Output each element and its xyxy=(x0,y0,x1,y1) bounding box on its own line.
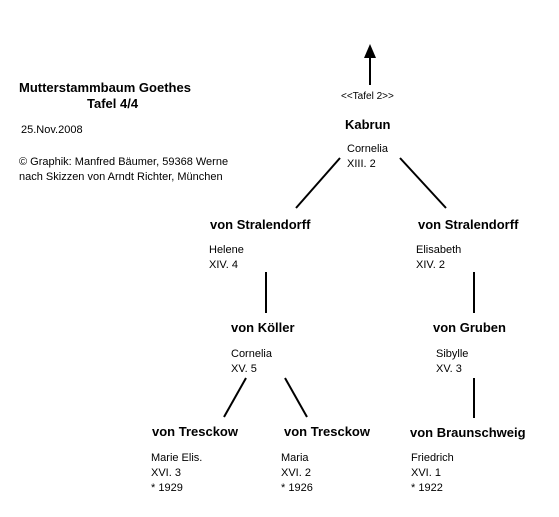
node-gen-tresckow-1: XVI. 3 xyxy=(151,467,181,479)
node-family-gruben: von Gruben xyxy=(433,320,506,335)
node-family-koeller: von Köller xyxy=(231,320,295,335)
arrow-up-icon xyxy=(364,44,376,58)
node-name-braunschweig: Friedrich xyxy=(411,452,454,464)
node-family-stral-left: von Stralendorff xyxy=(210,217,311,232)
tafel-2-link[interactable]: <<Tafel 2>> xyxy=(341,91,394,102)
node-family-kabrun: Kabrun xyxy=(345,117,391,132)
page-subtitle: Tafel 4/4 xyxy=(87,96,139,111)
node-gen-braunschweig: XVI. 1 xyxy=(411,467,441,479)
node-family-tresckow-1: von Tresckow xyxy=(152,424,238,439)
node-name-koeller: Cornelia xyxy=(231,348,272,360)
node-name-tresckow-1: Marie Elis. xyxy=(151,452,203,464)
node-name-stral-right: Elisabeth xyxy=(416,244,462,256)
connector-koeller-tresckow2 xyxy=(284,377,308,418)
node-family-braunschweig: von Braunschweig xyxy=(410,425,526,440)
node-name-stral-left: Helene xyxy=(209,244,244,256)
node-family-tresckow-2: von Tresckow xyxy=(284,424,370,439)
node-family-stral-right: von Stralendorff xyxy=(418,217,519,232)
connector-kabrun-stral-right xyxy=(399,157,447,209)
node-name-kabrun: Cornelia xyxy=(347,143,388,155)
node-name-tresckow-2: Maria xyxy=(281,452,309,464)
connector-koeller-tresckow1 xyxy=(223,377,247,418)
node-born-tresckow-2: * 1926 xyxy=(281,482,313,494)
node-born-braunschweig: * 1922 xyxy=(411,482,443,494)
node-gen-gruben: XV. 3 xyxy=(436,363,462,375)
credit-line-2: nach Skizzen von Arndt Richter, München xyxy=(19,171,223,183)
node-name-gruben: Sibylle xyxy=(436,348,469,360)
node-gen-koeller: XV. 5 xyxy=(231,363,257,375)
page-title: Mutterstammbaum Goethes xyxy=(19,80,191,95)
node-gen-kabrun: XIII. 2 xyxy=(347,158,376,170)
node-gen-stral-left: XIV. 4 xyxy=(209,259,238,271)
node-born-tresckow-1: * 1929 xyxy=(151,482,183,494)
node-gen-stral-right: XIV. 2 xyxy=(416,259,445,271)
credit-line-1: © Graphik: Manfred Bäumer, 59368 Werne xyxy=(19,156,229,168)
connector-kabrun-stral-left xyxy=(295,157,341,209)
node-gen-tresckow-2: XVI. 2 xyxy=(281,467,311,479)
date-label: 25.Nov.2008 xyxy=(21,124,83,136)
